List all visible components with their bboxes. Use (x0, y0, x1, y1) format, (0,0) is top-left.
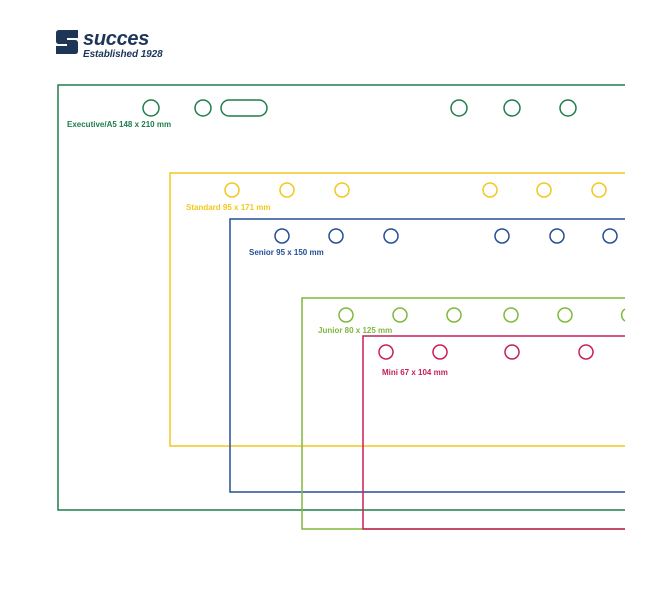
mini-size-label: Mini 67 x 104 mm (382, 368, 448, 377)
junior-punch-hole (557, 307, 573, 323)
mini-page-outline (362, 335, 625, 530)
format-executive: Executive/A5 148 x 210 mm (57, 84, 625, 511)
mini-punch-hole (578, 344, 594, 360)
mini-punch-hole (504, 344, 520, 360)
senior-punch-hole (602, 228, 618, 244)
executive-punch-hole (503, 99, 521, 117)
standard-punch-hole (536, 182, 552, 198)
senior-punch-hole (494, 228, 510, 244)
senior-punch-hole (383, 228, 399, 244)
executive-punch-hole (559, 99, 577, 117)
standard-punch-hole (482, 182, 498, 198)
executive-slot-hole (220, 99, 268, 117)
junior-punch-hole (392, 307, 408, 323)
executive-punch-hole (450, 99, 468, 117)
executive-punch-hole (194, 99, 212, 117)
standard-punch-hole (591, 182, 607, 198)
standard-punch-hole (224, 182, 240, 198)
senior-punch-hole (549, 228, 565, 244)
succes-logo: succes Established 1928 (56, 28, 163, 60)
standard-size-label: Standard 95 x 171 mm (186, 203, 270, 212)
senior-punch-hole (274, 228, 290, 244)
standard-page-outline (169, 172, 625, 447)
executive-punch-hole (142, 99, 160, 117)
brand-name: succes (83, 28, 150, 50)
format-standard: Standard 95 x 171 mm (169, 172, 625, 447)
junior-size-label: Junior 80 x 125 mm (318, 326, 392, 335)
format-mini: Mini 67 x 104 mm (362, 335, 625, 530)
mini-punch-hole (432, 344, 448, 360)
format-junior: Junior 80 x 125 mm (301, 297, 626, 530)
senior-page-outline (229, 218, 625, 493)
junior-punch-hole (620, 308, 626, 322)
junior-punch-hole (338, 307, 354, 323)
format-senior: Senior 95 x 150 mm (229, 218, 625, 493)
standard-punch-hole (279, 182, 295, 198)
executive-size-label: Executive/A5 148 x 210 mm (67, 120, 171, 129)
brand-tagline: Established 1928 (83, 49, 163, 60)
standard-punch-hole (334, 182, 350, 198)
succes-logo-mark-icon (56, 30, 78, 54)
junior-punch-hole (446, 307, 462, 323)
executive-page-outline (57, 84, 625, 511)
senior-punch-hole (328, 228, 344, 244)
mini-punch-hole (378, 344, 394, 360)
junior-punch-hole (503, 307, 519, 323)
senior-size-label: Senior 95 x 150 mm (249, 248, 324, 257)
